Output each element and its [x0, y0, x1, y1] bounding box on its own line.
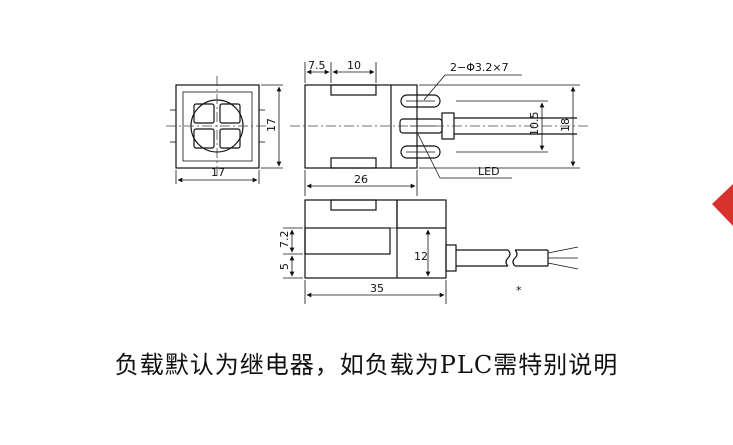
corner-mark-icon: [712, 184, 733, 226]
dim-bottom-7-2: 7.2: [278, 231, 291, 249]
bottom-view: [283, 199, 579, 304]
label-led: LED: [478, 165, 500, 178]
dim-bottom-12: 12: [414, 250, 428, 263]
front-view: [166, 76, 283, 184]
dim-bottom-5: 5: [278, 263, 291, 270]
dim-cable-height: 10.5: [528, 112, 541, 137]
dim-hole-spec: 2−Φ3.2×7: [450, 61, 509, 74]
dim-side-length: 26: [354, 173, 368, 186]
dim-front-height: 17: [265, 118, 278, 132]
side-view: [290, 62, 590, 196]
asterisk-mark: *: [516, 284, 522, 297]
dim-front-width: 17: [211, 166, 225, 179]
dim-body-height: 18: [559, 118, 572, 132]
dim-top-seg-1: 7.5: [308, 59, 326, 72]
caption-text: 负载默认为继电器，如负载为PLC需特别说明: [114, 351, 619, 379]
dim-top-seg-2: 10: [347, 59, 361, 72]
dim-bottom-length: 35: [370, 282, 384, 295]
